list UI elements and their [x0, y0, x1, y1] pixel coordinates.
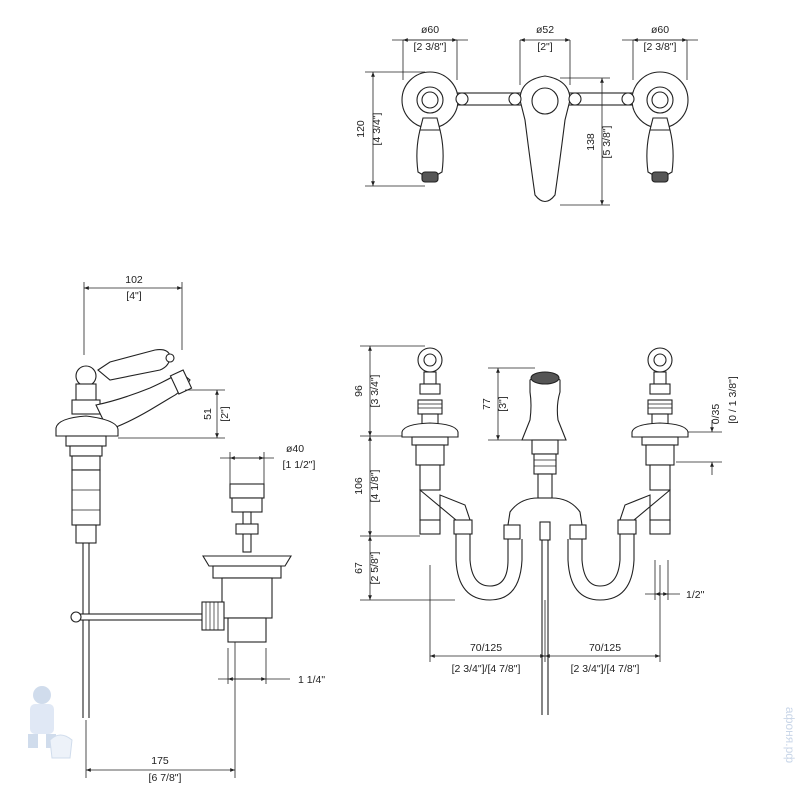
- dim-left-diameter-in: [2 3/8"]: [414, 41, 447, 53]
- dim-drain-diameter: ø40: [286, 443, 304, 455]
- top-view: ø60 [2 3/8"] ø52 [2"] ø60 [2 3/8"] 120 […: [355, 24, 698, 206]
- dim-rod-length-in: [6 7/8"]: [149, 772, 182, 784]
- dim-height-center-in: [5 3/8"]: [601, 125, 613, 158]
- dim-rod-length: 175: [151, 755, 169, 767]
- dim-spout-height-in: [2"]: [219, 406, 231, 421]
- dim-pipe-height-in: [2 5/8"]: [369, 551, 381, 584]
- dim-spout-height: 51: [202, 408, 214, 420]
- dim-reach-in: [4"]: [126, 290, 141, 302]
- dim-handle-height-in: [3 3/4"]: [369, 374, 381, 407]
- left-valve: [401, 347, 473, 535]
- plumber-mascot-icon: [28, 686, 73, 759]
- dim-reach: 102: [125, 274, 143, 286]
- dim-left-diameter: ø60: [421, 24, 439, 36]
- side-view: 102 [4"] 51 [2"] ø40 [1 1/2"] 1 1/4" 175…: [55, 274, 325, 784]
- dim-right-diameter: ø60: [651, 24, 669, 36]
- dim-right-diameter-in: [2 3/8"]: [644, 41, 677, 53]
- dim-spacing-left: 70/125: [470, 642, 502, 654]
- dim-center-diameter: ø52: [536, 24, 554, 36]
- front-view: 96 [3 3/4"] 106 [4 1/8"] 67 [2 5/8"] 77 …: [353, 345, 739, 715]
- watermark-text: афоня.рф: [783, 707, 797, 763]
- dim-drain-thread: 1 1/4": [298, 674, 325, 686]
- dim-spout-height-front-in: [3"]: [497, 396, 509, 411]
- center-spout-front: [503, 371, 587, 715]
- dim-handle-height: 96: [353, 385, 365, 397]
- dim-height-left-in: [4 3/4"]: [371, 112, 383, 145]
- dim-spacing-right-in: [2 3/4"]/[4 7/8"]: [571, 663, 640, 675]
- dim-spacing-left-in: [2 3/4"]/[4 7/8"]: [452, 663, 521, 675]
- center-spout-top: [508, 75, 582, 203]
- right-handle-top: [621, 71, 689, 183]
- dim-center-diameter-in: [2"]: [537, 41, 552, 53]
- dim-body-height-in: [4 1/8"]: [369, 469, 381, 502]
- dim-height-left: 120: [355, 120, 367, 138]
- dim-thread: 1/2": [686, 589, 705, 601]
- dim-spout-height-front: 77: [481, 398, 493, 410]
- dim-spacing-right: 70/125: [589, 642, 621, 654]
- dim-deck-range: 0/35: [710, 404, 722, 425]
- left-handle-top: [401, 71, 469, 183]
- dim-deck-range-in: [0 / 1 3/8"]: [727, 376, 739, 424]
- dim-pipe-height: 67: [353, 562, 365, 574]
- dim-height-center: 138: [585, 133, 597, 151]
- right-valve: [617, 347, 689, 535]
- dim-body-height: 106: [353, 477, 365, 495]
- dim-drain-diameter-in: [1 1/2"]: [283, 459, 316, 471]
